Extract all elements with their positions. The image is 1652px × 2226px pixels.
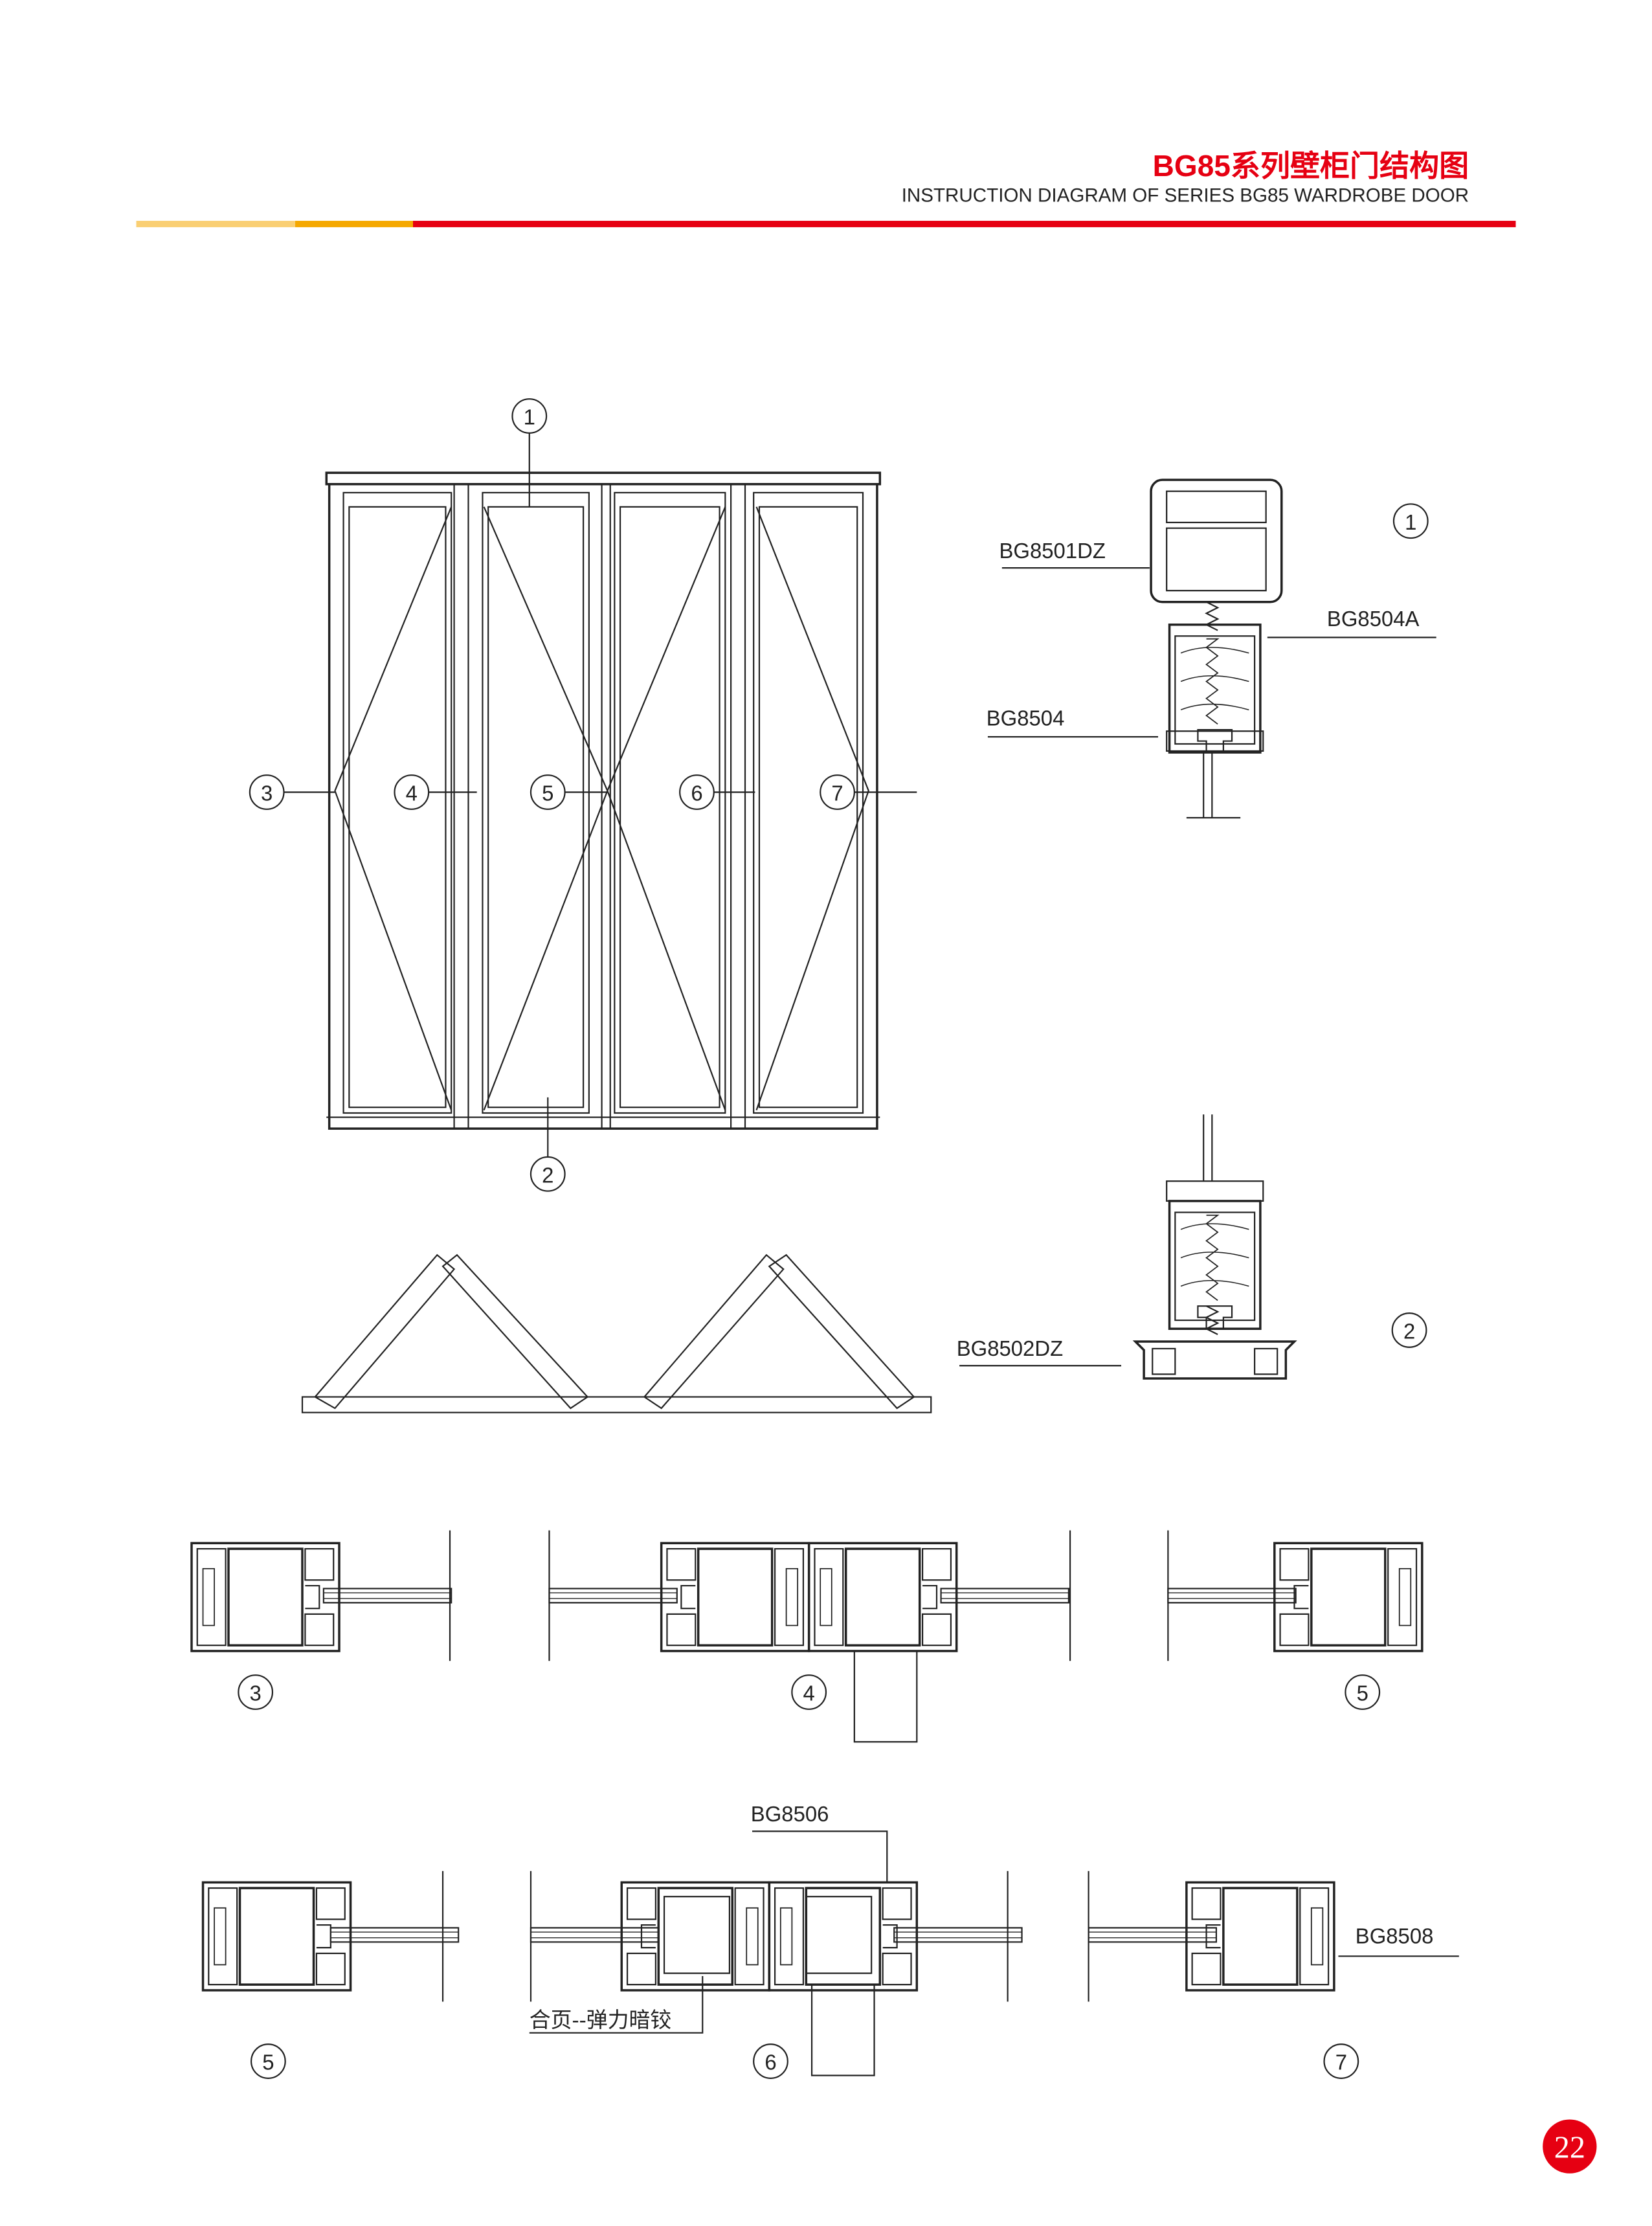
folding-plan xyxy=(301,1254,932,1413)
label-bg8504a: BG8504A xyxy=(1327,607,1420,631)
callout-row1-3: 3 xyxy=(249,1681,261,1705)
callout-2-section: 2 xyxy=(1403,1320,1415,1343)
callout-row1-4: 4 xyxy=(803,1681,815,1705)
label-bg8504: BG8504 xyxy=(987,706,1065,730)
label-bg8508: BG8508 xyxy=(1356,1924,1434,1948)
svg-text:6: 6 xyxy=(691,781,702,805)
section-row-1 xyxy=(190,1530,1423,1743)
callout-row2-6: 6 xyxy=(765,2051,776,2074)
header-rule xyxy=(136,221,1516,227)
elevation-callouts: 1 2 3 4 5 6 7 xyxy=(249,398,917,1192)
page-title: BG85系列壁柜门结构图 xyxy=(1153,149,1469,183)
callout-row2-5: 5 xyxy=(262,2051,274,2074)
page-number: 22 xyxy=(1554,2131,1585,2165)
top-track-section xyxy=(987,478,1436,819)
svg-text:2: 2 xyxy=(542,1163,553,1187)
svg-text:7: 7 xyxy=(831,781,843,805)
page-number-badge xyxy=(1543,2119,1597,2174)
svg-text:5: 5 xyxy=(542,781,553,805)
section-row-2 xyxy=(201,1830,1459,2076)
svg-text:4: 4 xyxy=(406,781,418,805)
label-hinge: 合页--弹力暗铰 xyxy=(530,2007,671,2032)
callout-row1-5: 5 xyxy=(1357,1681,1368,1705)
label-bg8502dz: BG8502DZ xyxy=(957,1336,1063,1360)
door-elevation xyxy=(325,471,882,1130)
svg-text:3: 3 xyxy=(261,781,273,805)
callout-1-section: 1 xyxy=(1405,510,1416,534)
label-bg8501dz: BG8501DZ xyxy=(999,539,1105,563)
bottom-track-section xyxy=(959,1114,1297,1380)
label-bg8506: BG8506 xyxy=(751,1802,829,1826)
callout-row2-7: 7 xyxy=(1335,2051,1347,2074)
page-subtitle: INSTRUCTION DIAGRAM OF SERIES BG85 WARDR… xyxy=(902,185,1469,206)
svg-text:1: 1 xyxy=(524,405,535,429)
